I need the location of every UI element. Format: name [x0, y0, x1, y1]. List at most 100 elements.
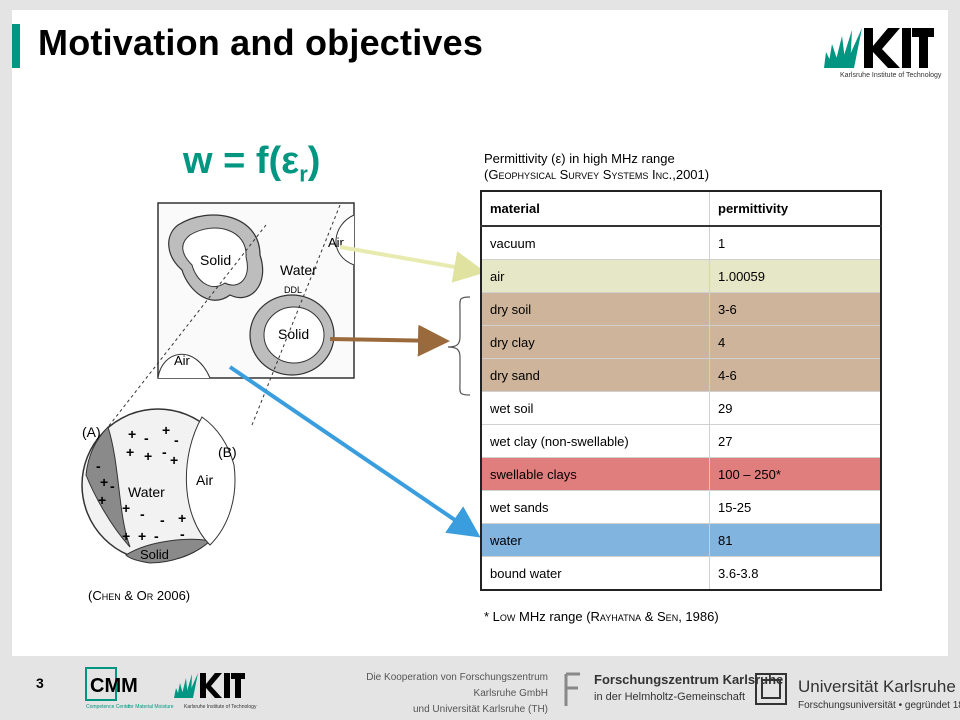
cmm-logo: CMM Competence Center for Material Moist… — [85, 667, 174, 710]
cell-permittivity: 100 – 250* — [709, 457, 882, 491]
svg-text:-: - — [140, 506, 145, 522]
table-caption: Permittivity (ε) in high MHz range (Geop… — [484, 151, 709, 183]
kit-logo-icon — [824, 28, 934, 68]
footnote-author1: Rayhatna — [590, 609, 642, 624]
svg-text:-: - — [180, 526, 185, 542]
cell-material: air — [480, 259, 710, 293]
svg-text:+: + — [122, 528, 130, 544]
svg-text:+: + — [128, 426, 136, 442]
fzk-logo: Forschungszentrum Karlsruhe in der Helmh… — [564, 672, 783, 706]
label-ddl: DDL — [284, 285, 302, 295]
cell-material: wet soil — [480, 391, 710, 425]
caption-left: (Chen & Or 2006) — [88, 588, 190, 603]
kit-logo-footer: Karlsruhe Institute of Technology — [174, 673, 257, 710]
svg-text:+: + — [178, 510, 186, 526]
caption-left-and: & — [120, 588, 137, 603]
cell-permittivity: 27 — [709, 424, 882, 458]
footer-text-line2: und Universität Karlsruhe (TH) — [412, 704, 548, 715]
footnote-prefix: * — [484, 609, 493, 624]
label-solid-2: Solid — [278, 326, 309, 342]
footnote-low: Low — [492, 609, 516, 624]
footnote-mid: MHz range ( — [515, 609, 591, 624]
svg-text:+: + — [126, 444, 134, 460]
label-solid-3: Solid — [140, 547, 169, 562]
table-caption-open: ( — [484, 167, 489, 182]
label-water: Water — [280, 262, 317, 278]
footnote-year: , 1986) — [678, 609, 719, 624]
caption-left-year: 2006) — [153, 588, 191, 603]
svg-text:-: - — [174, 432, 179, 448]
formula: w = f(εr) — [183, 140, 320, 188]
cell-permittivity: 4 — [709, 325, 882, 359]
arrow-soil — [329, 324, 450, 357]
label-a: (A) — [82, 424, 101, 440]
svg-text:+: + — [162, 422, 170, 438]
svg-text:-: - — [160, 512, 165, 528]
label-solid-1: Solid — [200, 252, 231, 268]
table-caption-line2: (Geophysical Survey Systems Inc.,2001) — [484, 167, 709, 183]
soil-pore-diagram: Solid Solid Air Air Water DDL (A) (B) Ai… — [81, 202, 486, 564]
svg-text:-: - — [162, 444, 167, 460]
formula-subscript: r — [299, 161, 308, 187]
svg-text:-: - — [144, 430, 149, 446]
cell-material: water — [480, 523, 710, 557]
cell-material: dry sand — [480, 358, 710, 392]
label-air-3: Air — [196, 472, 213, 488]
cell-permittivity: 1.00059 — [709, 259, 882, 293]
svg-text:-: - — [154, 528, 159, 544]
footer-text-line1: Die Kooperation von Forschungszentrum Ka… — [366, 672, 548, 699]
cell-material: swellable clays — [480, 457, 710, 491]
table-row: wet clay (non-swellable)27 — [480, 424, 882, 458]
cmm-sub-2: for Material Moisture — [128, 704, 174, 710]
kit-logo: Karlsruhe Institute of Technology — [822, 22, 941, 82]
formula-main: w = f(ε — [183, 140, 300, 182]
table-header-row: material permittivity — [480, 190, 882, 227]
svg-text:-: - — [110, 478, 115, 494]
cell-material: vacuum — [480, 225, 710, 260]
cell-material: bound water — [480, 556, 710, 591]
fzk-line2: in der Helmholtz-Gemeinschaft — [594, 691, 745, 703]
uni-line2: Forschungsuniversität • gegründet 1825 — [798, 700, 960, 711]
cell-permittivity: 15-25 — [709, 490, 882, 524]
cell-permittivity: 3-6 — [709, 292, 882, 326]
cell-permittivity: 4-6 — [709, 358, 882, 392]
cell-permittivity: 1 — [709, 225, 882, 260]
brace — [447, 296, 471, 396]
header-material: material — [480, 190, 710, 227]
svg-text:+: + — [144, 448, 152, 464]
label-b: (B) — [218, 444, 237, 460]
cmm-sub-1: Competence Center — [86, 704, 131, 710]
arrow-water — [228, 365, 481, 538]
svg-text:+: + — [138, 528, 146, 544]
svg-text:+: + — [100, 474, 108, 490]
cell-permittivity: 29 — [709, 391, 882, 425]
svg-text:+: + — [170, 452, 178, 468]
footer-cooperation-text: Die Kooperation von Forschungszentrum Ka… — [330, 670, 548, 718]
cell-material: wet sands — [480, 490, 710, 524]
footnote-author2: Sen — [657, 609, 679, 624]
table-caption-line1: Permittivity (ε) in high MHz range — [484, 151, 675, 166]
caption-left-author2: Or — [136, 588, 154, 603]
svg-text:+: + — [98, 492, 106, 508]
formula-close: ) — [307, 140, 321, 182]
footer-logos: CMM Competence Center for Material Moist… — [85, 667, 960, 711]
table-caption-source: Geophysical Survey Systems Inc. — [488, 167, 673, 182]
cell-material: dry clay — [480, 325, 710, 359]
label-water-2: Water — [128, 484, 165, 500]
cmm-logo-text: CMM — [90, 675, 138, 697]
footnote-and: & — [641, 609, 658, 624]
title-accent-bar — [12, 24, 20, 68]
label-air-2: Air — [174, 353, 191, 368]
kit-footer-sub: Karlsruhe Institute of Technology — [184, 704, 257, 710]
cell-permittivity: 81 — [709, 523, 882, 557]
